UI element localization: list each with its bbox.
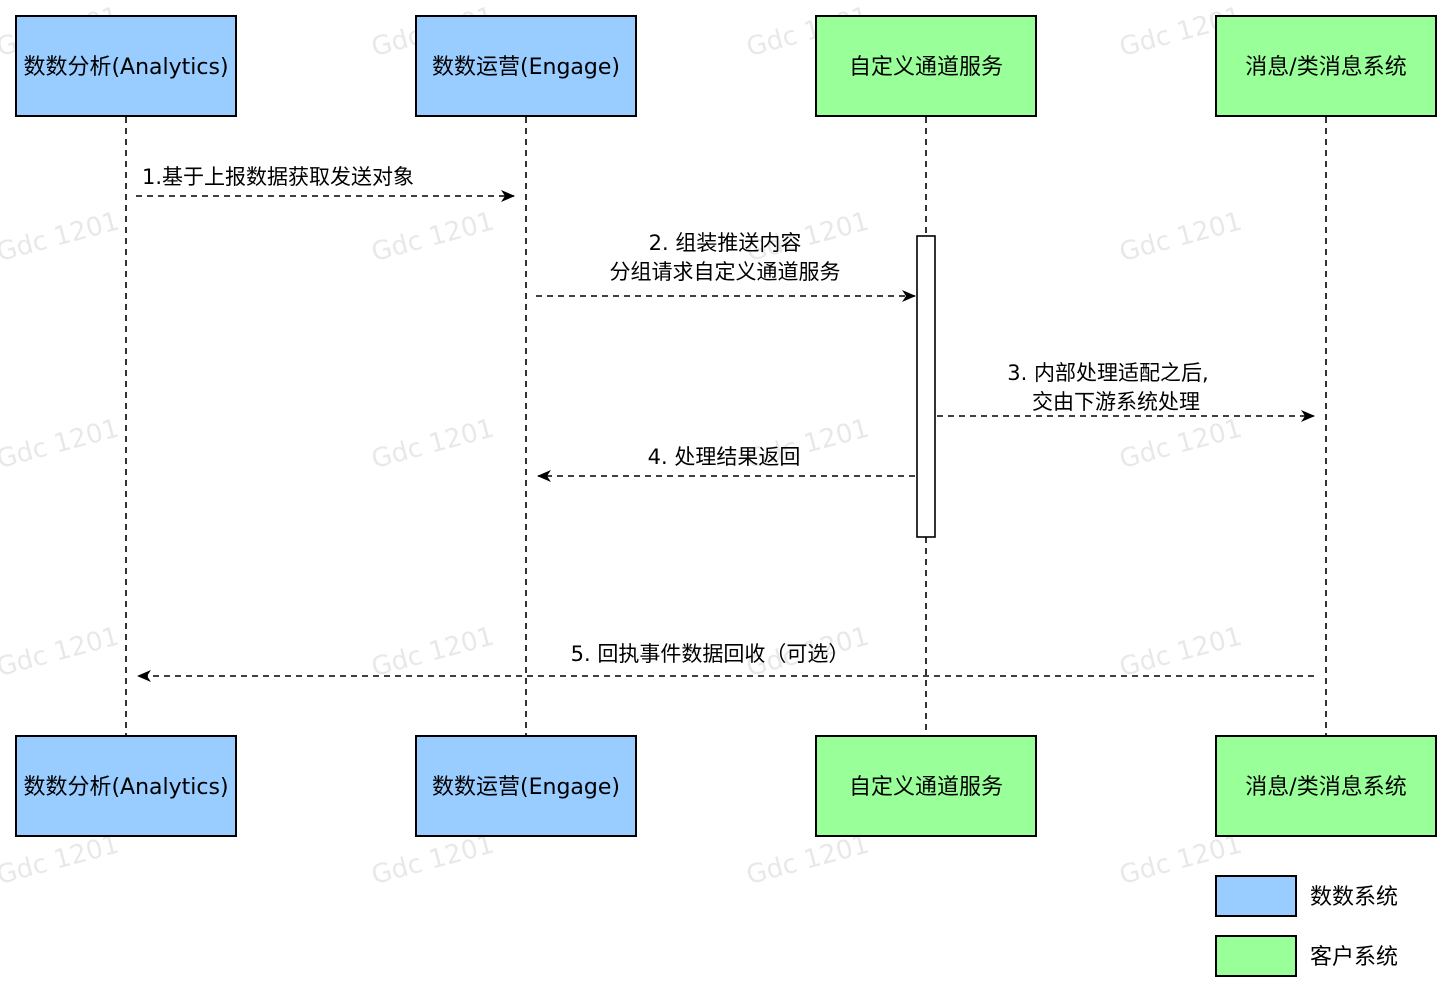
- actor-box: [815, 735, 1037, 837]
- watermark-text: Gdc 1201: [1116, 207, 1245, 268]
- actor-label: 消息/类消息系统: [1245, 775, 1406, 800]
- message-label-line-1: 2. 组装推送内容: [649, 231, 802, 255]
- message-label-line-2: 分组请求自定义通道服务: [610, 260, 841, 284]
- watermark-text: Gdc 1201: [743, 830, 872, 891]
- actor-box: [415, 735, 637, 837]
- actor-custom-bottom: 自定义通道服务: [815, 735, 1037, 837]
- message-label: 5. 回执事件数据回收（可选）: [571, 642, 850, 666]
- legend-item-internal: 数数系统: [1215, 875, 1398, 917]
- legend-item-customer: 客户系统: [1215, 935, 1398, 977]
- watermark-text: Gdc 1201: [1116, 622, 1245, 683]
- actor-box: [815, 15, 1037, 117]
- message-2: 2. 组装推送内容 分组请求自定义通道服务: [536, 231, 916, 302]
- actor-label: 数数运营(Engage): [432, 55, 620, 80]
- actor-custom-top: 自定义通道服务: [815, 15, 1037, 117]
- actor-label: 数数分析(Analytics): [23, 775, 228, 800]
- actor-box: [415, 15, 637, 117]
- legend-swatch: [1215, 875, 1297, 917]
- actor-analytics-bottom: 数数分析(Analytics): [15, 735, 237, 837]
- legend-label: 数数系统: [1310, 885, 1398, 910]
- watermark-text: Gdc 1201: [368, 207, 497, 268]
- watermark-text: Gdc 1201: [368, 830, 497, 891]
- message-label-line-1: 3. 内部处理适配之后,: [1007, 361, 1208, 385]
- message-1: 1.基于上报数据获取发送对象: [136, 165, 515, 202]
- watermark-text: Gdc 1201: [368, 622, 497, 683]
- message-4: 4. 处理结果返回: [537, 445, 915, 482]
- actor-box: [15, 735, 237, 837]
- watermark-text: Gdc 1201: [1116, 414, 1245, 475]
- legend-swatch: [1215, 935, 1297, 977]
- activation-bar-custom: [916, 235, 936, 538]
- actor-box: [15, 15, 237, 117]
- legend: 数数系统 客户系统: [1215, 875, 1398, 977]
- actor-message-top: 消息/类消息系统: [1215, 15, 1437, 117]
- actor-engage-top: 数数运营(Engage): [415, 15, 637, 117]
- actor-label: 自定义通道服务: [849, 775, 1003, 800]
- watermark-text: Gdc 1201: [0, 830, 122, 891]
- actor-box: [1215, 735, 1437, 837]
- message-5: 5. 回执事件数据回收（可选）: [137, 642, 1314, 682]
- actor-label: 消息/类消息系统: [1245, 55, 1406, 80]
- message-3: 3. 内部处理适配之后, 交由下游系统处理: [937, 361, 1315, 422]
- message-label: 1.基于上报数据获取发送对象: [142, 165, 414, 189]
- watermark-text: Gdc 1201: [0, 207, 122, 268]
- legend-label: 客户系统: [1310, 945, 1398, 970]
- message-label: 4. 处理结果返回: [648, 445, 801, 469]
- actor-message-bottom: 消息/类消息系统: [1215, 735, 1437, 837]
- lifelines: [125, 117, 1327, 736]
- actor-label: 数数分析(Analytics): [23, 55, 228, 80]
- actor-engage-bottom: 数数运营(Engage): [415, 735, 637, 837]
- actor-label: 数数运营(Engage): [432, 775, 620, 800]
- watermark-text: Gdc 1201: [368, 414, 497, 475]
- actor-box: [1215, 15, 1437, 117]
- actor-label: 自定义通道服务: [849, 55, 1003, 80]
- message-label-line-2: 交由下游系统处理: [1032, 390, 1200, 414]
- watermark-text: Gdc 1201: [0, 622, 122, 683]
- watermark-text: Gdc 1201: [0, 414, 122, 475]
- actor-analytics-top: 数数分析(Analytics): [15, 15, 237, 117]
